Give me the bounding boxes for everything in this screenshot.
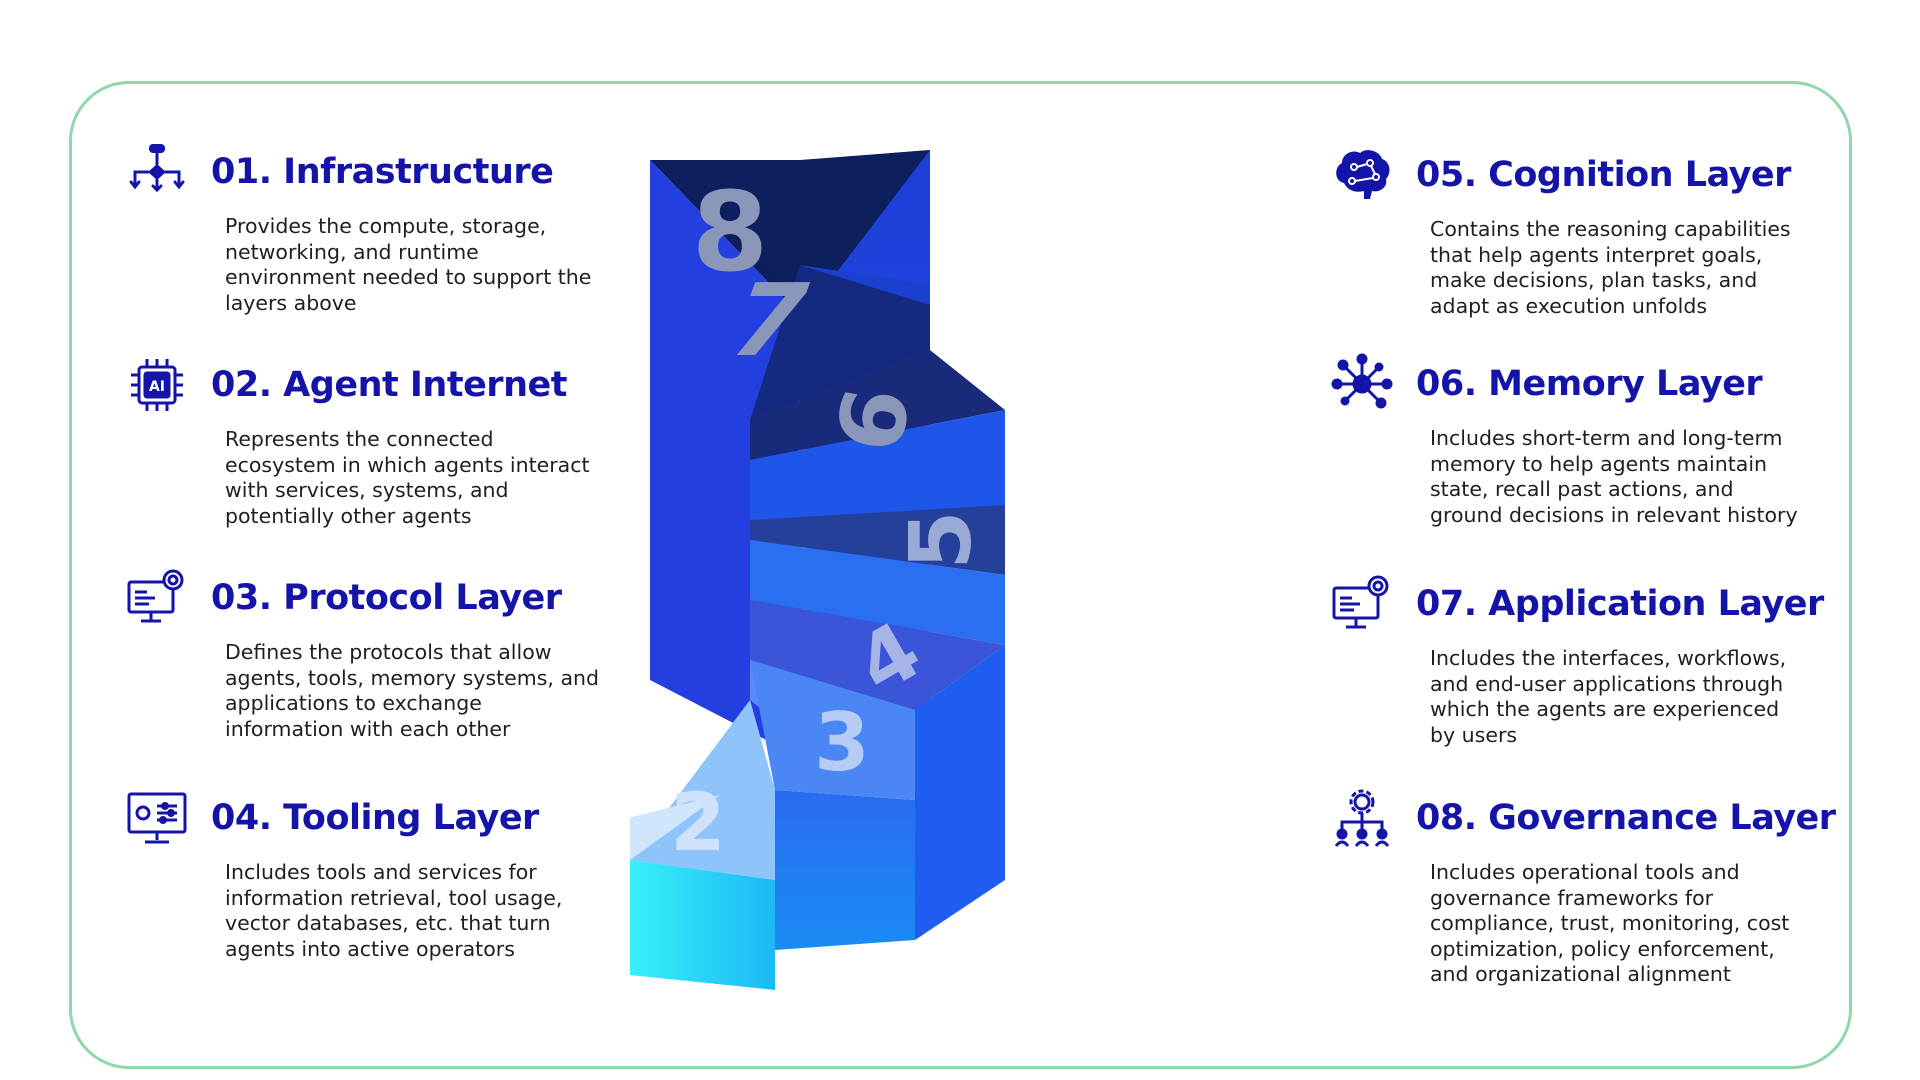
- step-4-side: [915, 645, 1005, 940]
- layer-item-08: 08. Governance Layer Includes operationa…: [1330, 786, 1836, 988]
- step-7-top: [750, 265, 930, 420]
- layer-item-01: 01. Infrastructure Provides the compute,…: [125, 140, 591, 316]
- layer-title: 05. Cognition Layer: [1416, 155, 1791, 195]
- network-nodes-icon: [1330, 352, 1394, 416]
- layer-description: Includes operational tools and governanc…: [1430, 860, 1790, 986]
- layer-title: 02. Agent Internet: [211, 365, 567, 405]
- layer-description: Includes the interfaces, workflows, and …: [1430, 646, 1787, 747]
- layer-item-03: 03. Protocol Layer Defines the protocols…: [125, 566, 599, 742]
- layer-item-02: AI 02. Agent Internet Represents the con…: [125, 353, 590, 529]
- layer-description: Includes tools and services for informat…: [225, 860, 563, 961]
- step-label: 8: [692, 168, 769, 296]
- monitor-sliders-icon: [125, 786, 189, 850]
- step-3-front: [775, 790, 915, 950]
- step-label: 5: [892, 510, 991, 569]
- layer-item-06: 06. Memory Layer Includes short-term and…: [1330, 352, 1798, 528]
- step-4-top: [750, 600, 1005, 710]
- step-5-top: [750, 505, 1005, 575]
- flowchart-icon: [125, 140, 189, 204]
- layer-description: Provides the compute, storage, networkin…: [225, 214, 592, 315]
- step-8-cap: [650, 150, 930, 310]
- step-3-face: [750, 660, 915, 800]
- layer-title: 04. Tooling Layer: [211, 798, 539, 838]
- layer-title: 01. Infrastructure: [211, 152, 554, 192]
- step-1-top: [630, 795, 720, 860]
- monitor-settings-icon: [125, 566, 189, 630]
- layer-item-05: 05. Cognition Layer Contains the reasoni…: [1330, 143, 1791, 319]
- layer-item-07: 07. Application Layer Includes the inter…: [1330, 572, 1824, 748]
- svg-text:AI: AI: [149, 379, 165, 395]
- layer-description: Defines the protocols that allow agents,…: [225, 640, 600, 741]
- layer-title: 07. Application Layer: [1416, 584, 1824, 624]
- brain-circuit-icon: [1330, 143, 1394, 207]
- step-2-front: [630, 860, 775, 990]
- layer-title: 06. Memory Layer: [1416, 364, 1763, 404]
- layer-title: 03. Protocol Layer: [211, 578, 562, 618]
- ai-chip-icon: AI: [125, 353, 189, 417]
- step-5-front: [750, 540, 1005, 645]
- step-label: 3: [814, 696, 870, 789]
- step-label: 2: [670, 776, 726, 869]
- step-6-front: [750, 410, 1005, 520]
- step-2-top: [630, 700, 775, 880]
- layer-description: Contains the reasoning capabilities that…: [1430, 217, 1791, 318]
- gear-people-icon: [1330, 786, 1394, 850]
- layer-description: Includes short-term and long-term memory…: [1430, 426, 1798, 527]
- monitor-settings-icon: [1330, 572, 1394, 636]
- layer-description: Represents the connected ecosystem in wh…: [225, 427, 590, 528]
- content-frame: [69, 81, 1852, 1069]
- staircase-graphic: 8 7 6 5 4 3 2 1: [630, 150, 1005, 990]
- layer-item-04: 04. Tooling Layer Includes tools and ser…: [125, 786, 585, 962]
- layer-title: 08. Governance Layer: [1416, 798, 1836, 838]
- step-6-top: [750, 350, 1005, 460]
